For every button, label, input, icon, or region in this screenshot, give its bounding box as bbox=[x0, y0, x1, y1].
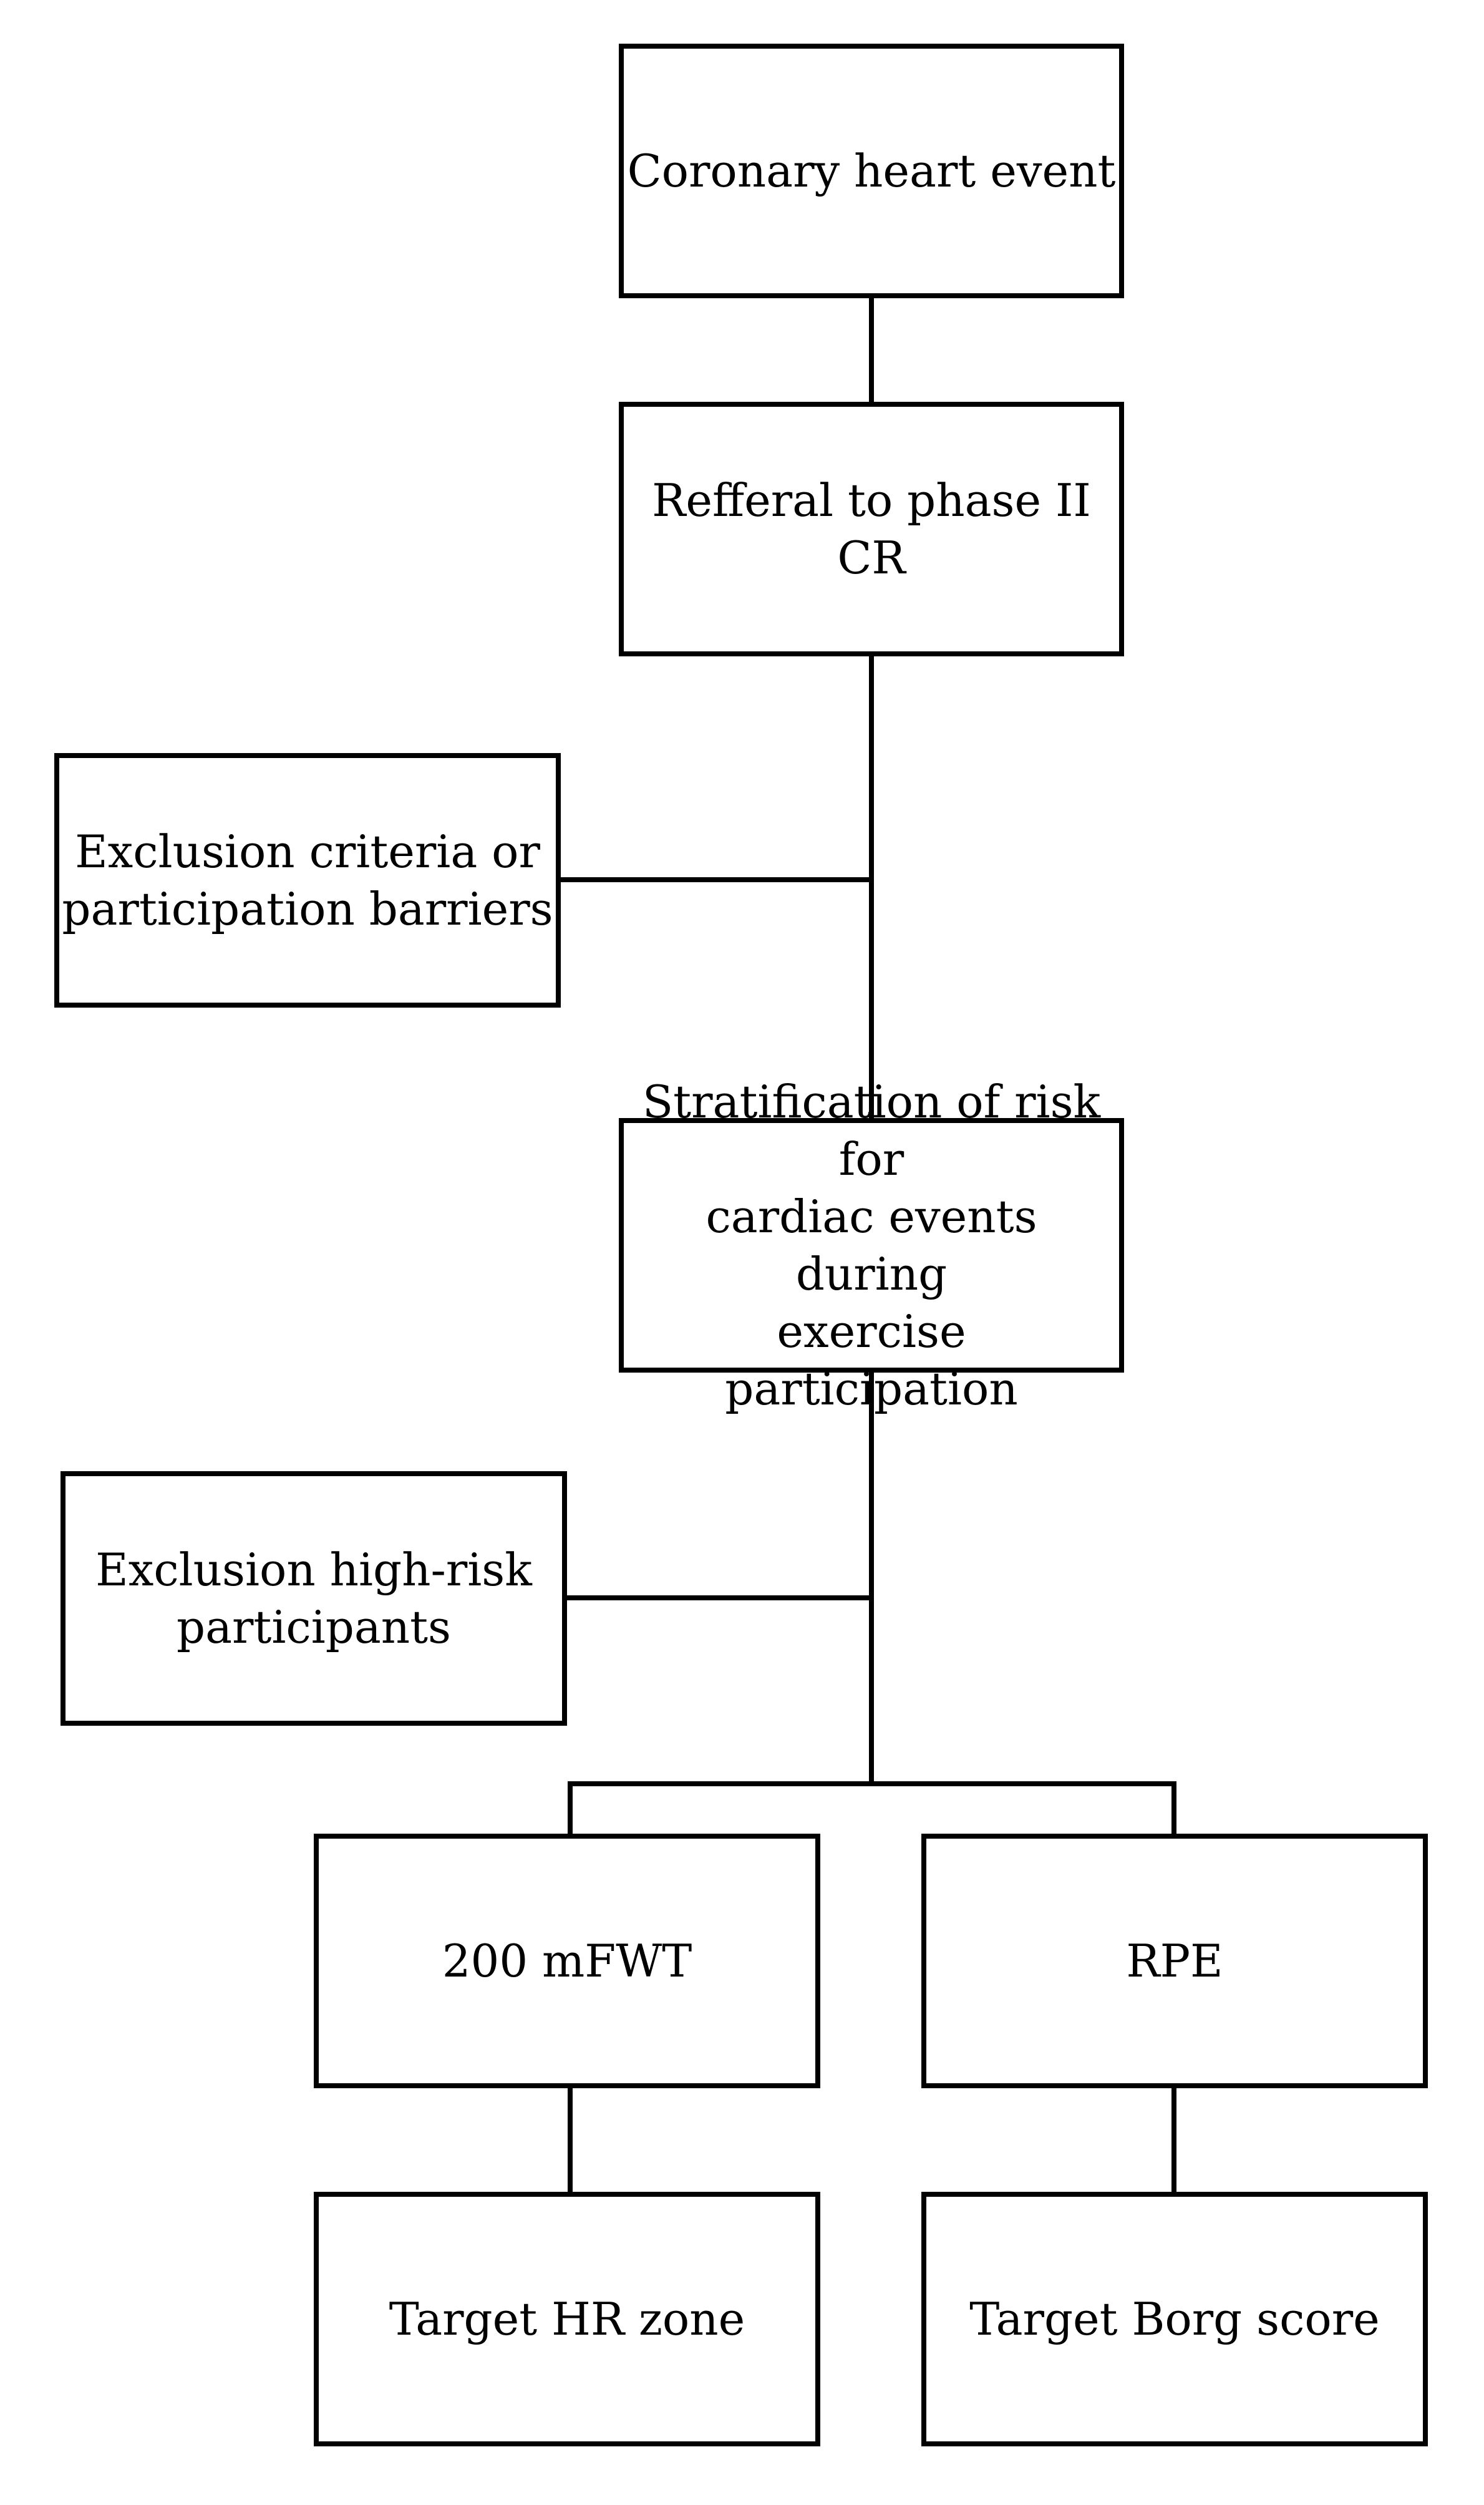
coronary-heart-event-label: Coronary heart event bbox=[627, 145, 1116, 197]
exclusion-high-risk-line-1: Exclusion high-risk bbox=[95, 1544, 532, 1596]
exclusion-criteria-line-1: Exclusion criteria or bbox=[75, 825, 540, 878]
rpe-box: RPE bbox=[921, 1834, 1428, 2088]
risk-stratification-line-2: cardiac events during bbox=[706, 1190, 1037, 1300]
risk-stratification-box: Stratification of risk for cardiac event… bbox=[619, 1076, 1124, 1415]
referral-phase-ii-box: Refferal to phase II CR bbox=[619, 402, 1124, 656]
exclusion-high-risk-line-2: participants bbox=[176, 1601, 451, 1653]
target-hr-zone-box: Target HR zone bbox=[314, 2192, 820, 2446]
exclusion-high-risk-box: Exclusion high-risk participants bbox=[61, 1471, 567, 1726]
rpe-label: RPE bbox=[1126, 1935, 1223, 1987]
coronary-heart-event-box: Coronary heart event bbox=[619, 44, 1124, 298]
risk-stratification-line-1: Stratification of risk for bbox=[642, 1076, 1101, 1185]
risk-stratification-line-3: exercise participation bbox=[725, 1305, 1018, 1415]
target-borg-score-box: Target Borg score bbox=[921, 2192, 1428, 2446]
exclusion-criteria-box: Exclusion criteria or participation barr… bbox=[54, 753, 561, 1008]
fwt-label: 200 mFWT bbox=[442, 1935, 692, 1987]
fwt-box: 200 mFWT bbox=[314, 1834, 820, 2088]
exclusion-criteria-line-2: participation barriers bbox=[62, 883, 553, 935]
target-hr-zone-label: Target HR zone bbox=[389, 2293, 745, 2345]
referral-phase-ii-label: Refferal to phase II CR bbox=[652, 474, 1091, 584]
target-borg-score-label: Target Borg score bbox=[969, 2293, 1380, 2345]
